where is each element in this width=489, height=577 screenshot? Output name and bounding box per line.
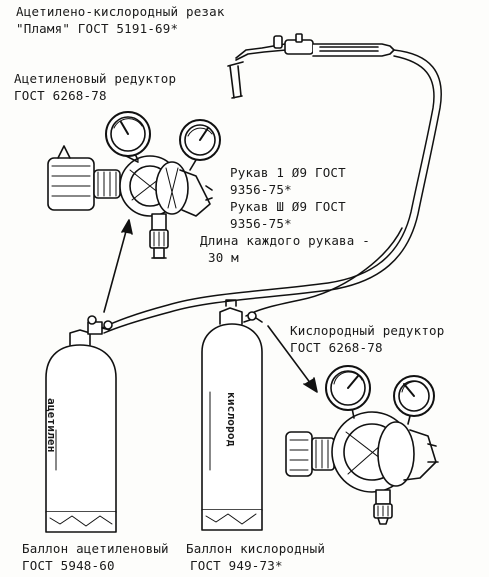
cutter-label: Ацетилено-кислородный резак "Пламя" ГОСТ… <box>16 3 225 37</box>
oxygen-cylinder-label: Баллон кислородный ГОСТ 949-73* <box>186 540 325 574</box>
oxygen-reducer-label: Кислородный редуктор ГОСТ 6268-78 <box>290 322 445 356</box>
oxygen-reducer <box>285 365 439 525</box>
acetylene-cylinder-mark: ацетилен <box>45 398 58 453</box>
hose-3-label: Рукав Ш Ø9 ГОСТ <box>230 199 346 214</box>
hose-length-label: Длина каждого рукава - <box>200 233 370 248</box>
cutting-torch <box>227 33 395 99</box>
acetylene-cylinder-label-line-1: Баллон ацетиленовый <box>22 541 169 556</box>
acetylene-cylinder-label: Баллон ацетиленовый ГОСТ 5948-60 <box>22 540 169 574</box>
hose-length-value: 30 м <box>208 250 239 265</box>
acetylene-cylinder <box>45 315 117 533</box>
hose-1-label: Рукав 1 Ø9 ГОСТ <box>230 165 346 180</box>
hose-1-standard: 9356-75* <box>230 182 292 197</box>
oxygen-arrow <box>267 325 318 393</box>
hose-3-standard: 9356-75* <box>230 216 292 231</box>
hose-pair <box>101 49 442 334</box>
acetylene-arrow <box>103 219 133 313</box>
oxygen-reducer-label-line-2: ГОСТ 6268-78 <box>290 340 383 355</box>
acetylene-reducer-label-line-1: Ацетиленовый редуктор <box>14 71 177 86</box>
acetylene-reducer-label: Ацетиленовый редуктор ГОСТ 6268-78 <box>14 70 176 104</box>
acetylene-cylinder-label-line-2: ГОСТ 5948-60 <box>22 558 115 573</box>
oxygen-cylinder-label-line-2: ГОСТ 949-73* <box>190 558 283 573</box>
oxygen-reducer-label-line-1: Кислородный редуктор <box>290 323 445 338</box>
acetylene-reducer-label-line-2: ГОСТ 6268-78 <box>14 88 107 103</box>
oxygen-cylinder <box>201 299 263 531</box>
hoses-label: Рукав 1 Ø9 ГОСТ 9356-75* Рукав Ш Ø9 ГОСТ… <box>200 164 370 266</box>
cutter-label-line-1: Ацетилено-кислородный резак <box>16 4 225 19</box>
cutter-label-line-2: "Пламя" ГОСТ 5191-69* <box>16 21 179 36</box>
acetylene-reducer <box>47 111 221 259</box>
oxygen-cylinder-label-line-1: Баллон кислородный <box>186 541 326 556</box>
oxygen-cylinder-mark: кислород <box>225 392 238 447</box>
